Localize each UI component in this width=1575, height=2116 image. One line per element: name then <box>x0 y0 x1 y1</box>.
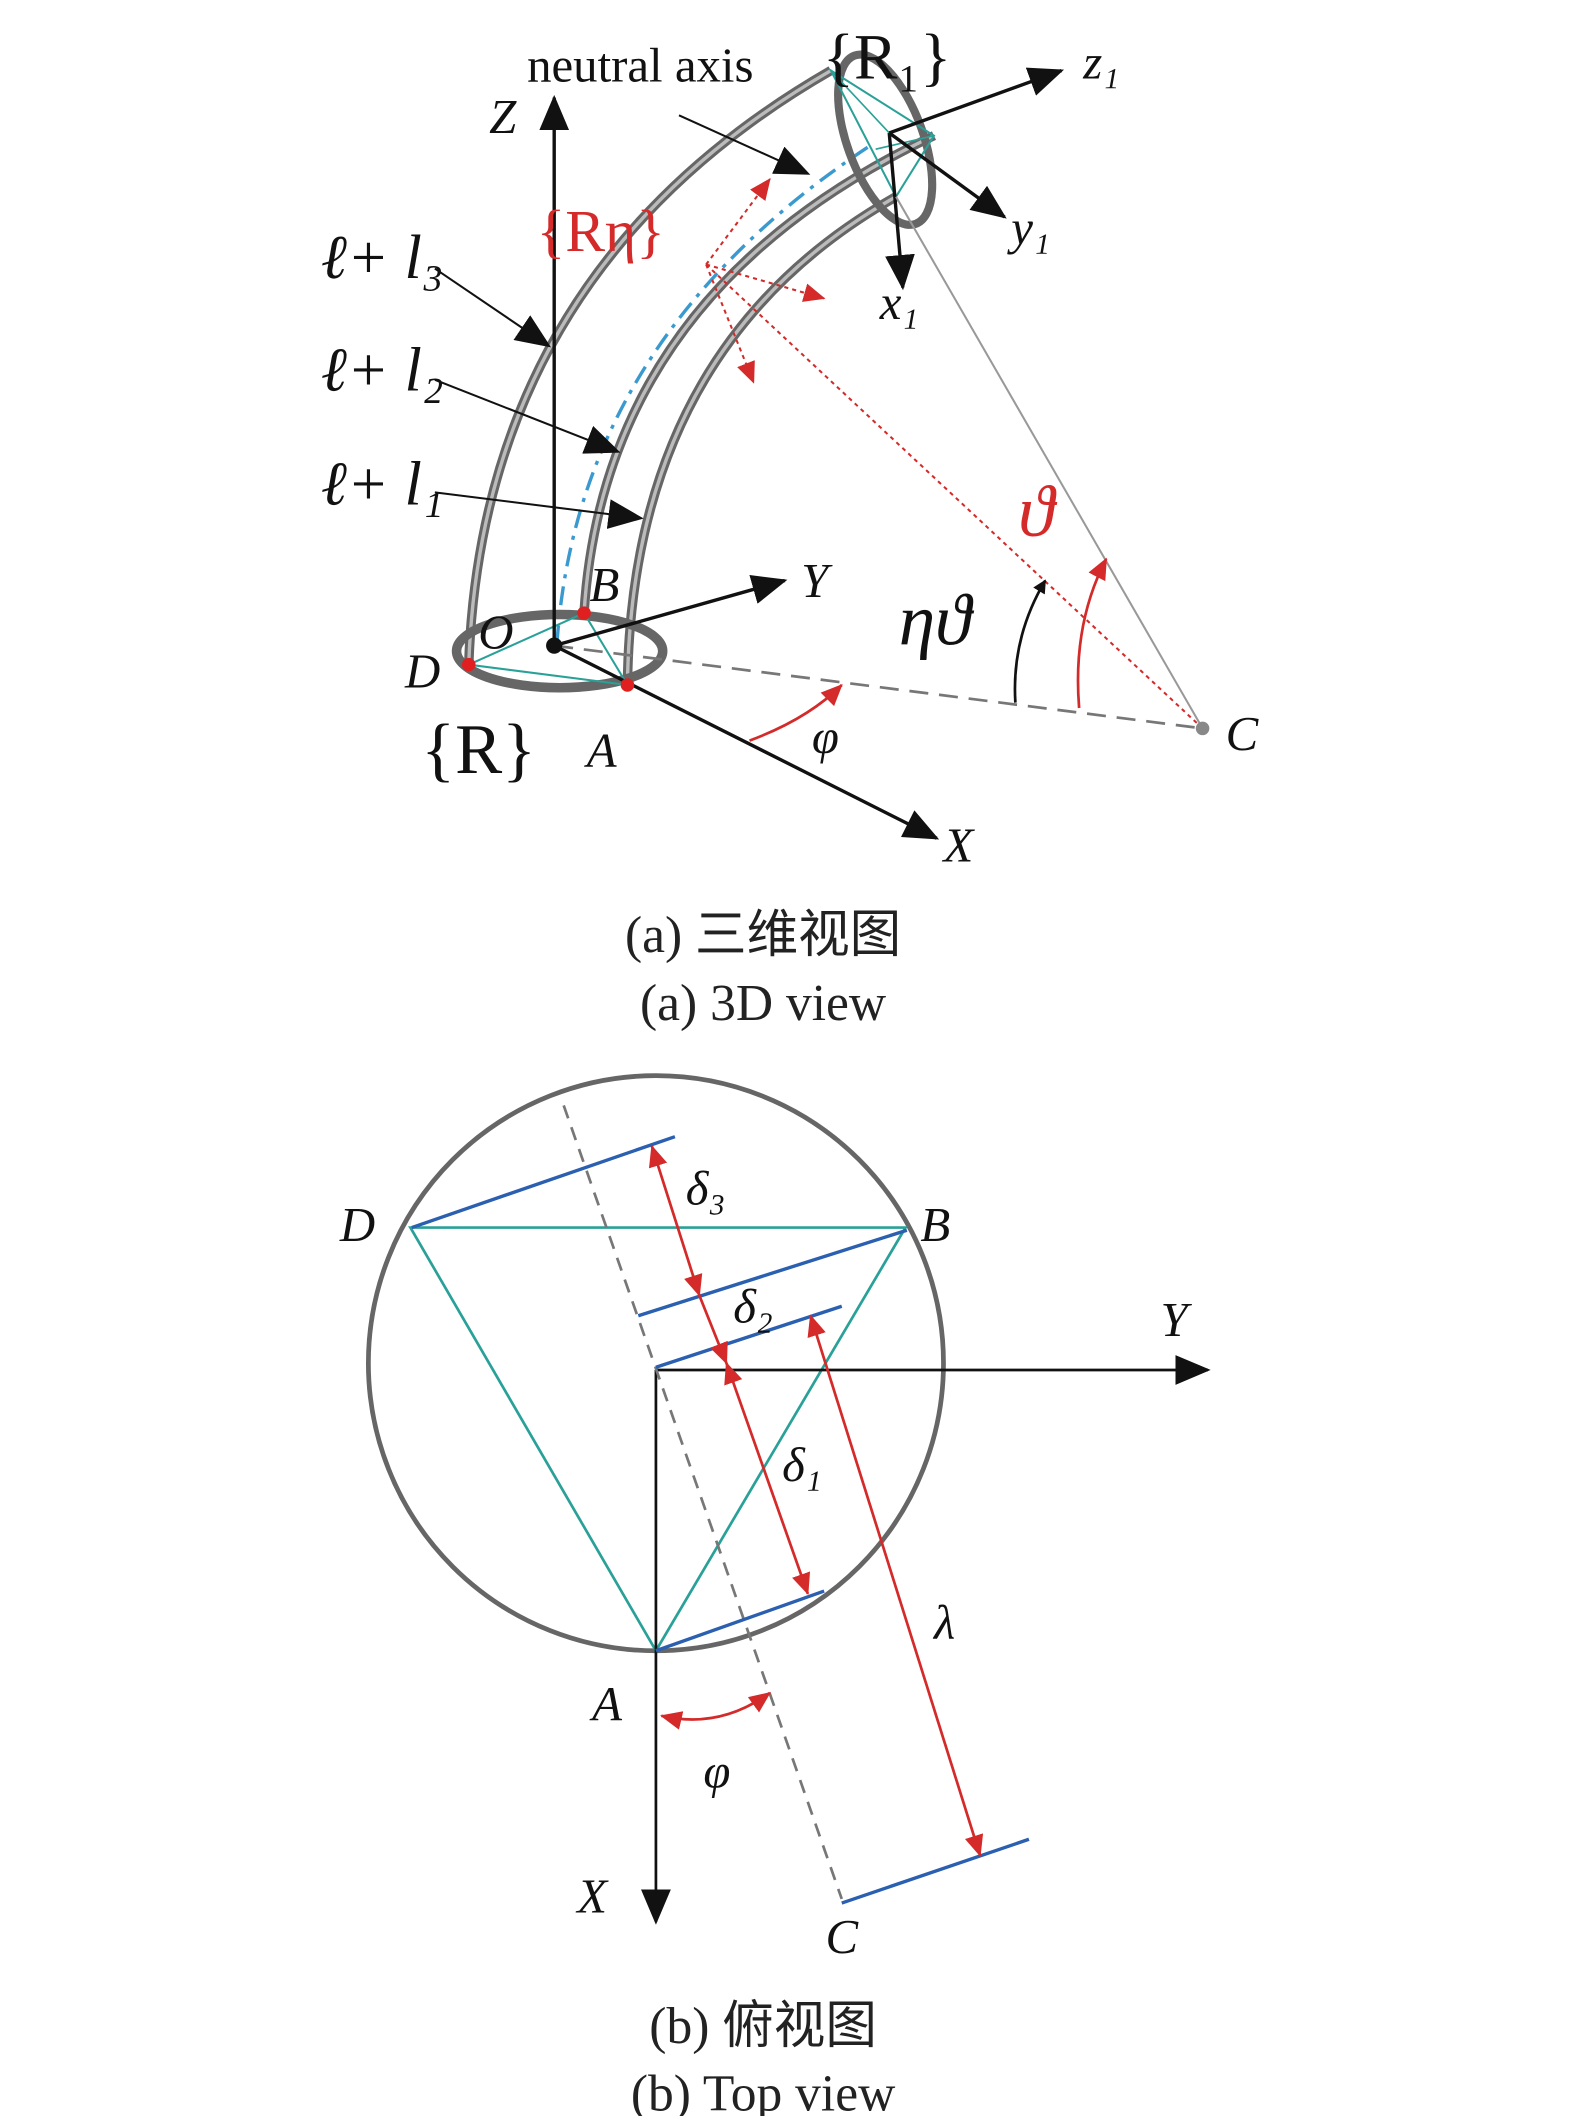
frame-r-eta-label: {Rη} <box>537 198 665 264</box>
caption-b-en: (b) Top view <box>631 2066 895 2116</box>
caption-a-cn: (a) 三维视图 <box>625 907 901 964</box>
phi-arc <box>749 684 843 742</box>
dashed-line-to-C <box>554 644 1203 730</box>
delta2-label: δ₂ <box>733 1279 773 1334</box>
z-axis-label: Z <box>489 89 517 144</box>
z1-axis <box>888 67 1065 135</box>
y-axis <box>553 575 788 648</box>
point-a-label: A <box>584 722 617 777</box>
point-b-label: B <box>589 557 619 612</box>
base-ring <box>451 609 668 693</box>
theta-label: ϑ <box>1018 471 1058 552</box>
eta-theta-label: ηϑ <box>899 579 975 660</box>
phi-label: φ <box>703 1744 730 1799</box>
eta-theta-arc <box>1013 579 1047 703</box>
top-triangle <box>828 67 936 199</box>
length-l3-label: ℓ+ l₃ <box>321 223 444 292</box>
lambda-label: λ <box>932 1595 955 1650</box>
tubes <box>463 66 937 686</box>
point-c-label: C <box>1226 706 1260 761</box>
length-l2-label: ℓ+ l₂ <box>321 336 444 405</box>
x-axis-label: X <box>941 817 975 872</box>
frame-eta-axes <box>705 177 826 384</box>
point-b-label: B <box>920 1197 950 1252</box>
triangle-dba <box>408 1226 908 1654</box>
x-axis <box>553 644 940 840</box>
z1-label: z₁ <box>1082 35 1119 90</box>
view-a-3d: neutral axis {R₁} {Rη} {R} Z Y X z₁ y₁ x… <box>321 22 1260 1032</box>
theta-arc <box>1076 557 1108 709</box>
neutral-axis-line <box>555 145 870 645</box>
delta1-label: δ₁ <box>782 1437 822 1492</box>
x-axis-label: X <box>575 1869 609 1924</box>
y-axis-label: Y <box>1161 1292 1193 1347</box>
x1-axis <box>885 132 915 291</box>
y1-axis <box>888 131 1007 219</box>
base-triangle <box>465 611 630 687</box>
point-o-label: O <box>478 604 513 659</box>
caption-b-cn: (b) 俯视图 <box>649 1998 877 2055</box>
point-a-label: A <box>589 1676 622 1731</box>
x1-label: x₁ <box>879 275 919 330</box>
caption-a-en: (a) 3D view <box>640 975 886 1032</box>
frame-r-label: {R} <box>421 711 536 789</box>
length-l1-label: ℓ+ l₁ <box>321 450 444 519</box>
point-d-label: D <box>339 1197 375 1252</box>
frame-r1-label: {R₁} <box>823 22 952 94</box>
y1-label: y₁ <box>1006 200 1050 255</box>
y-axis-label: Y <box>801 553 833 608</box>
point-c-label: C <box>825 1909 859 1964</box>
phi-label: φ <box>812 709 839 764</box>
point-d-label: D <box>404 644 440 699</box>
phi-arc <box>660 1691 771 1730</box>
bending-plane-line <box>562 1105 844 1900</box>
neutral-axis-label: neutral axis <box>527 37 753 92</box>
delta3-label: δ₃ <box>686 1160 726 1215</box>
line-C-to-top <box>895 196 1204 729</box>
distance-arrows <box>648 1144 984 1857</box>
view-b-top: D B A C Y X δ₃ δ₂ δ₁ λ φ (b) 俯视图 (b) Top… <box>339 1073 1211 2116</box>
